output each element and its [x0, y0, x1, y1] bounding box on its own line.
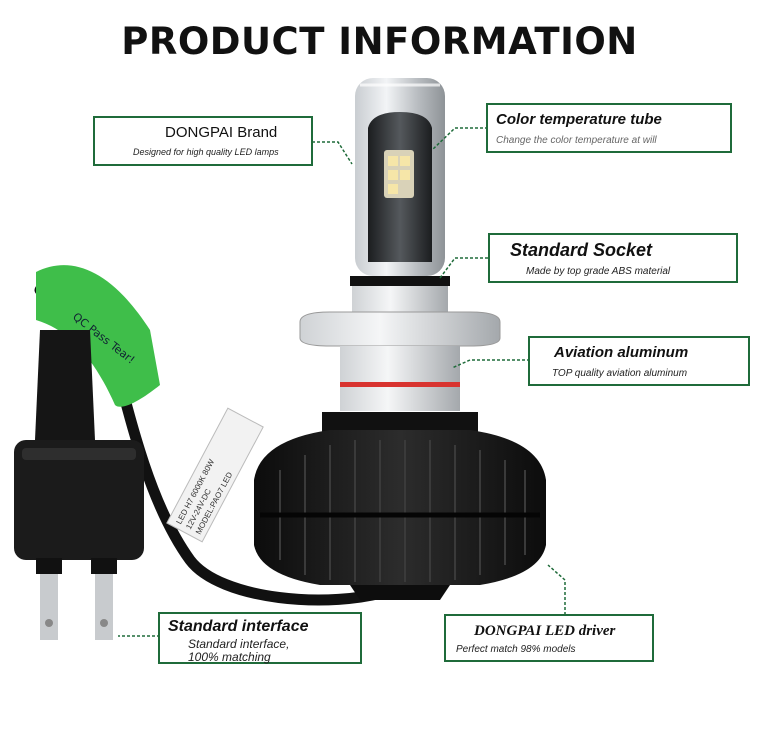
callout-interface-sub2: 100% matching [188, 650, 271, 664]
leader-aluminum [451, 359, 530, 369]
callout-socket: Standard Socket Made by top grade ABS ma… [488, 233, 738, 283]
page-title: PRODUCT INFORMATION [121, 20, 638, 63]
cable-spec-label: LED H7 6000K 80W 12V-24V-DC MODEL:PAO7 L… [166, 407, 264, 543]
callout-driver-heading: DONGPAI LED driver [474, 623, 616, 639]
socket-flange [299, 311, 501, 347]
leader-brand [312, 141, 353, 165]
plug-strain-relief [35, 330, 95, 440]
callout-aluminum-sub: TOP quality aviation aluminum [552, 368, 688, 379]
callout-interface: Standard interface Standard interface, 1… [158, 612, 362, 664]
callout-interface-heading: Standard interface [168, 618, 309, 635]
leader-socket [439, 257, 488, 279]
plug-pin-left [40, 570, 58, 640]
socket-base [352, 286, 448, 316]
plug-housing [14, 440, 144, 560]
aviation-aluminum-body [340, 346, 460, 382]
callout-brand-sub: Designed for high quality LED lamps [133, 147, 279, 157]
leader-driver [547, 564, 566, 615]
callout-brand: DONGPAI Brand Designed for high quality … [93, 116, 313, 166]
callout-color-tube-sub: Change the color temperature at will [496, 135, 657, 146]
callout-socket-heading: Standard Socket [510, 240, 653, 260]
callout-color-tube-heading: Color temperature tube [496, 111, 662, 128]
callout-driver: DONGPAI LED driver Perfect match 98% mod… [444, 614, 654, 662]
callout-socket-sub: Made by top grade ABS material [526, 266, 671, 277]
callout-color-tube: Color temperature tube Change the color … [486, 103, 732, 153]
leader-color-tube [431, 127, 488, 151]
green-qc-tag [36, 265, 160, 407]
callout-aluminum-heading: Aviation aluminum [554, 344, 689, 361]
callout-brand-heading: DONGPAI Brand [165, 124, 278, 141]
callout-driver-sub: Perfect match 98% models [456, 644, 576, 655]
led-driver-heatsink [254, 430, 546, 585]
callout-aluminum: Aviation aluminum TOP quality aviation a… [528, 336, 750, 386]
plug-pin-right [95, 570, 113, 640]
red-o-ring [340, 382, 460, 387]
callout-interface-sub1: Standard interface, [188, 637, 290, 651]
